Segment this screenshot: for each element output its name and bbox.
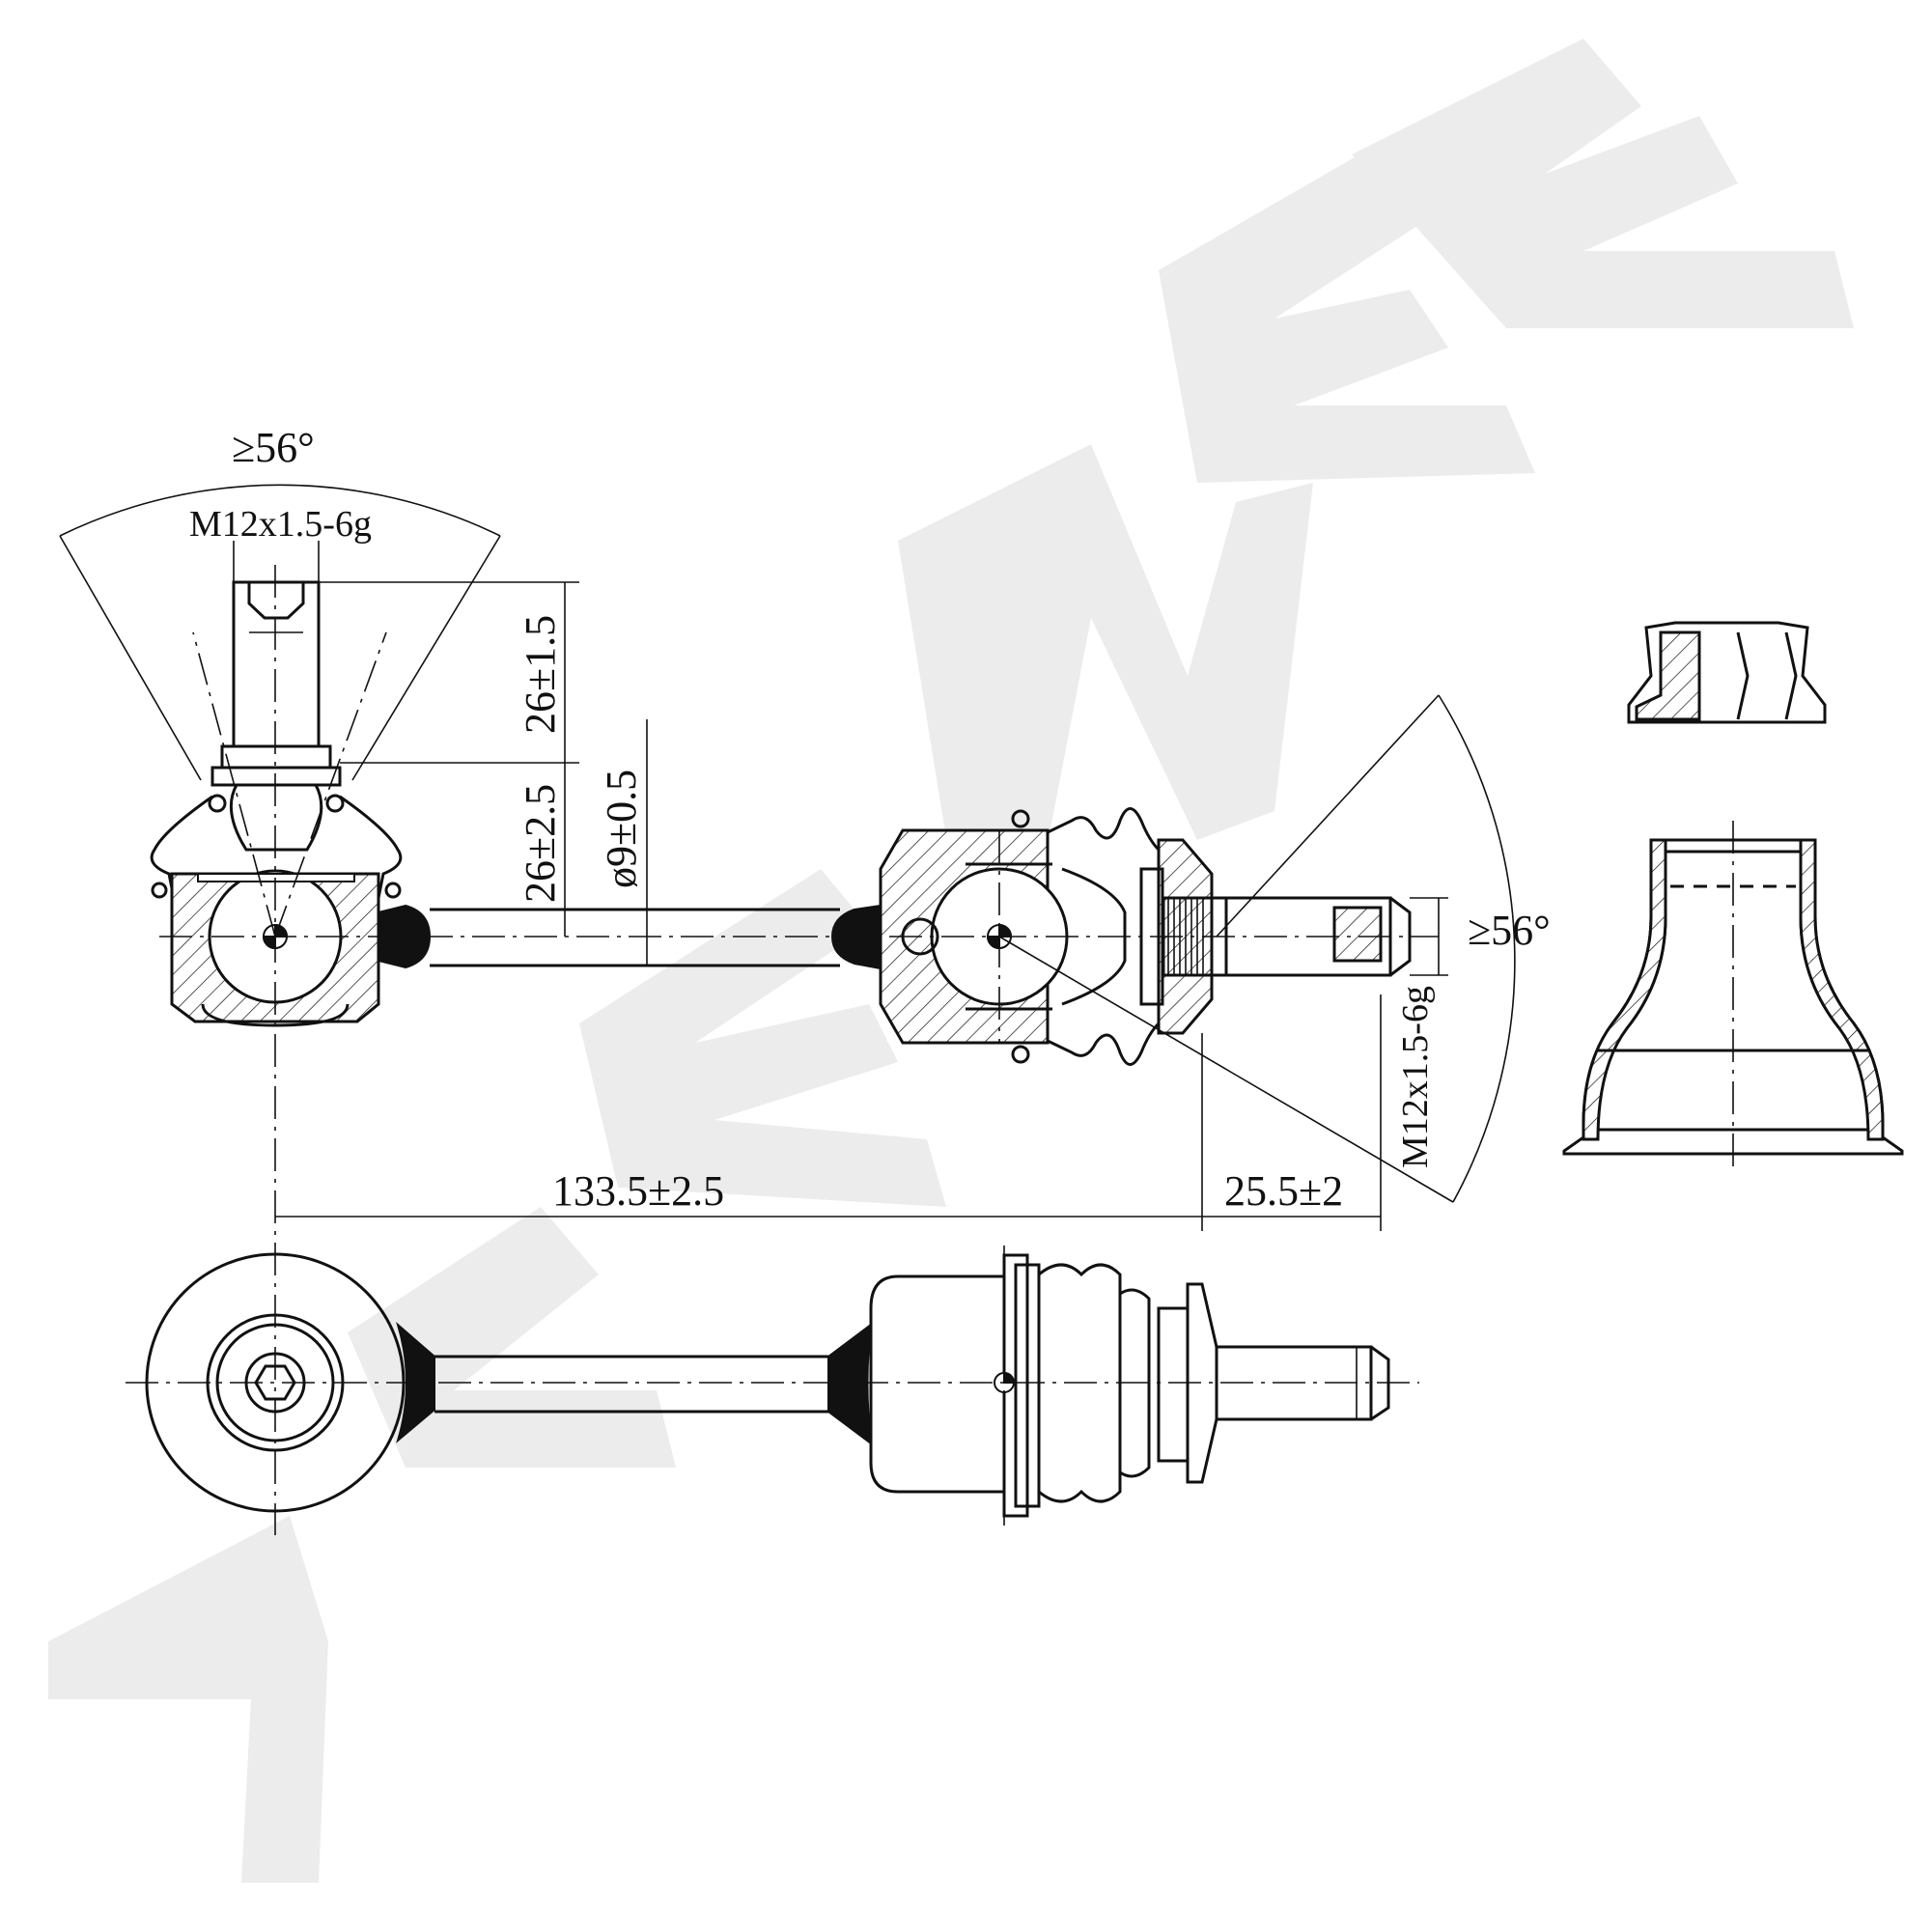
center-lines: [126, 565, 1439, 1535]
overall-length-label: 133.5±2.5: [552, 1167, 724, 1215]
stud-length-label: 26±1.5: [517, 615, 564, 734]
dust-boot-detail: [1562, 821, 1904, 1168]
bottom-view: [145, 1252, 1390, 1518]
left-swivel-angle-label: ≥56°: [232, 424, 315, 471]
stud-height-label: 26±2.5: [517, 784, 564, 903]
right-thread-label: M12x1.5-6g: [1395, 986, 1436, 1168]
rod-diameter-label: ø9±0.5: [598, 770, 645, 888]
left-ball-joint-section: [150, 580, 432, 1027]
right-swivel-angle-label: ≥56°: [1468, 907, 1551, 954]
hex-nut-detail: [1627, 621, 1827, 724]
thread-length-label: 25.5±2: [1224, 1167, 1343, 1215]
left-thread-label: M12x1.5-6g: [189, 504, 372, 545]
dimension-lines: [59, 484, 1516, 1231]
